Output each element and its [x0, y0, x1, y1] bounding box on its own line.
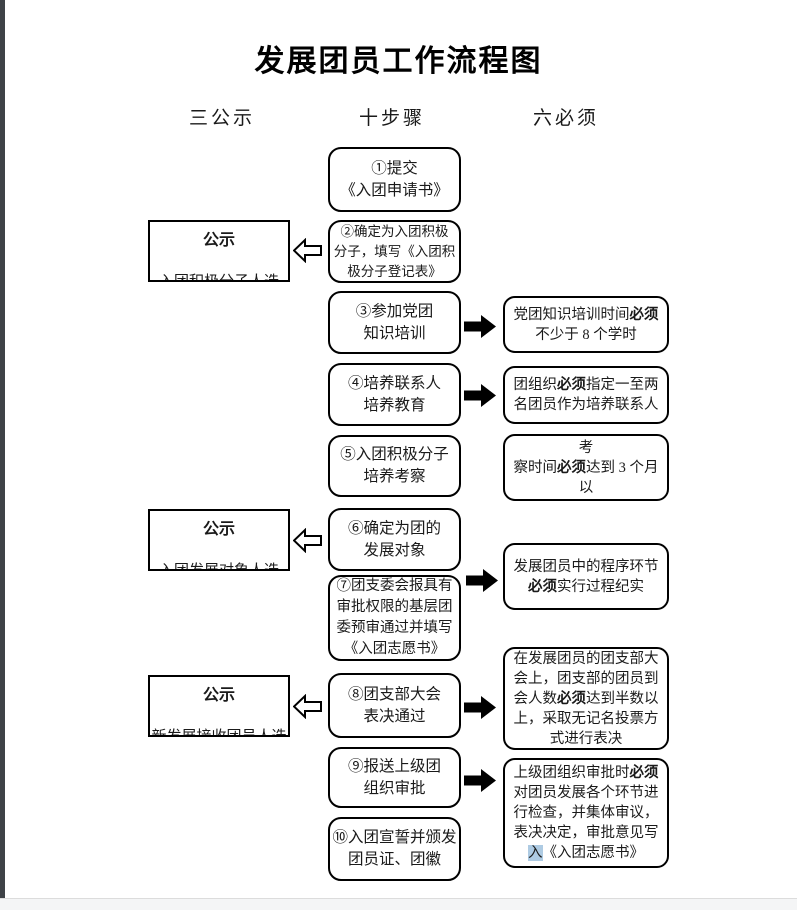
window-left-edge	[0, 0, 5, 898]
publicity-target: 入团积极分子人选	[158, 274, 279, 282]
requirement-box-2: 团组织必须指定一至两 名团员作为培养联系人	[503, 366, 669, 424]
page-title: 发展团员工作流程图	[254, 45, 543, 78]
requirement-box-3: 对入团积极分子的培养考 察时间必须达到 3 个月以 上，并形成考察材料	[503, 434, 669, 501]
publicity-heading: 公示	[202, 232, 235, 249]
column-header-steps: 十步骤	[358, 108, 426, 129]
requirement-box-6: 上级团组织审批时必须 对团员发展各个环节进 行检查，并集体审议， 表决决定，审批…	[503, 758, 669, 868]
window-bottom-edge	[0, 898, 797, 910]
publicity-heading: 公示	[202, 687, 235, 704]
step-box-7: ⑦团支委会报具有 审批权限的基层团 委预审通过并填写 《入团志愿书》	[328, 575, 461, 661]
solid-right-arrow-icon	[466, 569, 498, 592]
step-box-9: ⑨报送上级团 组织审批	[328, 747, 461, 808]
solid-right-arrow-icon	[464, 769, 496, 792]
outline-left-arrow-icon	[293, 694, 322, 719]
publicity-target: 新发展接收团员人选	[151, 729, 287, 737]
publicity-target: 入团发展对象人选	[158, 563, 279, 571]
publicity-heading: 公示	[202, 521, 235, 538]
step-box-10: ⑩入团宣誓并颁发 团员证、团徽	[328, 817, 461, 881]
requirement-box-1: 党团知识培训时间必须 不少于 8 个学时	[503, 296, 669, 353]
column-header-musts: 六必须	[532, 108, 600, 129]
solid-right-arrow-icon	[464, 384, 496, 407]
solid-right-arrow-icon	[464, 696, 496, 719]
step-box-1: ①提交 《入团申请书》	[328, 147, 461, 212]
outline-left-arrow-icon	[293, 528, 322, 553]
publicity-box-1: 公示 入团积极分子人选	[148, 220, 290, 282]
publicity-box-2: 公示 入团发展对象人选	[148, 509, 290, 571]
step-box-6: ⑥确定为团的 发展对象	[328, 508, 461, 571]
requirement-box-5: 在发展团员的团支部大 会上，团支部的团员到 会人数必须达到半数以 上，采取无记名…	[503, 647, 669, 750]
outline-left-arrow-icon	[293, 238, 322, 263]
step-box-4: ④培养联系人 培养教育	[328, 363, 461, 426]
step-box-8: ⑧团支部大会 表决通过	[328, 673, 461, 738]
step-box-2: ②确定为入团积极 分子，填写《入团积 极分子登记表》	[328, 220, 461, 283]
step-box-3: ③参加党团 知识培训	[328, 291, 461, 354]
column-header-publicity: 三公示	[188, 108, 256, 129]
publicity-box-3: 公示 新发展接收团员人选	[148, 675, 290, 737]
requirement-box-4: 发展团员中的程序环节 必须实行过程纪实	[503, 543, 669, 610]
step-box-5: ⑤入团积极分子 培养考察	[328, 435, 461, 497]
solid-right-arrow-icon	[464, 315, 496, 338]
